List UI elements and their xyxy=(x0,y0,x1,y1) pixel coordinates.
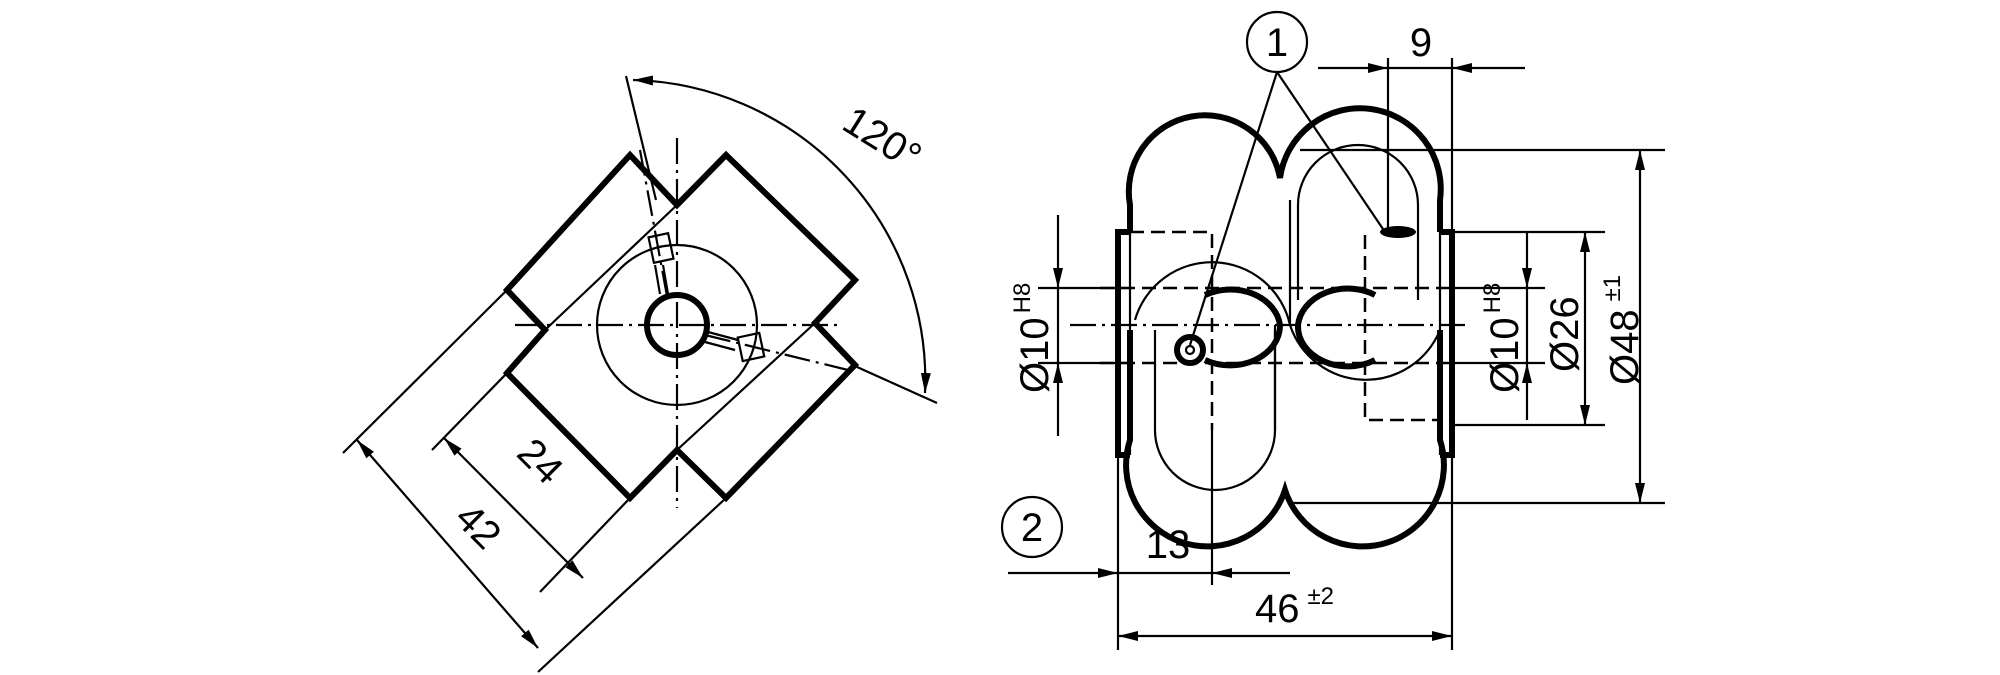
hidden-hub-right xyxy=(1363,235,1440,422)
body-bottom-outline xyxy=(1123,330,1447,550)
setscrew-axis xyxy=(704,333,849,372)
side-view: 1 2 9 Ø48±1 Ø26 Ø10H8 xyxy=(1000,10,1665,650)
dimension-label-46: 46±2 xyxy=(1255,583,1334,631)
dimension-label-bore-left: Ø10H8 xyxy=(1009,283,1057,393)
extension-line xyxy=(539,497,631,593)
dimension-line-42 xyxy=(356,439,539,649)
dimension-label-26: Ø26 xyxy=(1543,296,1587,372)
hidden-hub-left xyxy=(1130,230,1214,430)
left-flange xyxy=(1115,229,1130,458)
callout-2-bubble xyxy=(1000,495,1064,559)
left-jaw-inner xyxy=(1153,330,1277,492)
setscrew-icon xyxy=(1380,226,1416,238)
spider-lobe xyxy=(1294,285,1377,370)
callout-1-leader xyxy=(1188,71,1279,346)
setscrew-slot xyxy=(1184,344,1196,356)
dimension-label-42: 42 xyxy=(447,495,510,558)
dimension-label-48: Ø48±1 xyxy=(1599,275,1647,385)
callout-1-leader xyxy=(1276,71,1386,233)
setscrew-icon xyxy=(1174,334,1206,366)
dimension-label-9: 9 xyxy=(1410,21,1432,65)
extension-line xyxy=(537,497,727,673)
extension-line xyxy=(342,289,508,454)
dimension-label-24: 24 xyxy=(509,430,572,493)
setscrew-axis xyxy=(638,149,669,297)
callout-1-label: 1 xyxy=(1266,21,1288,65)
angle-extension-line xyxy=(624,75,658,201)
end-view: 120° 24 42 xyxy=(342,75,938,673)
callout-2-label: 2 xyxy=(1021,506,1043,550)
angle-dimension-label: 120° xyxy=(835,98,928,179)
spider-arc xyxy=(1133,261,1292,326)
dimension-label-bore-right: Ø10H8 xyxy=(1479,283,1527,393)
angle-dimension-arc xyxy=(632,75,931,394)
extension-line xyxy=(431,372,508,451)
spider-lobe xyxy=(1203,286,1284,369)
right-jaw-inner xyxy=(1296,143,1420,300)
left-jaw-outline xyxy=(1125,105,1444,232)
dimension-label-13: 13 xyxy=(1146,523,1191,567)
